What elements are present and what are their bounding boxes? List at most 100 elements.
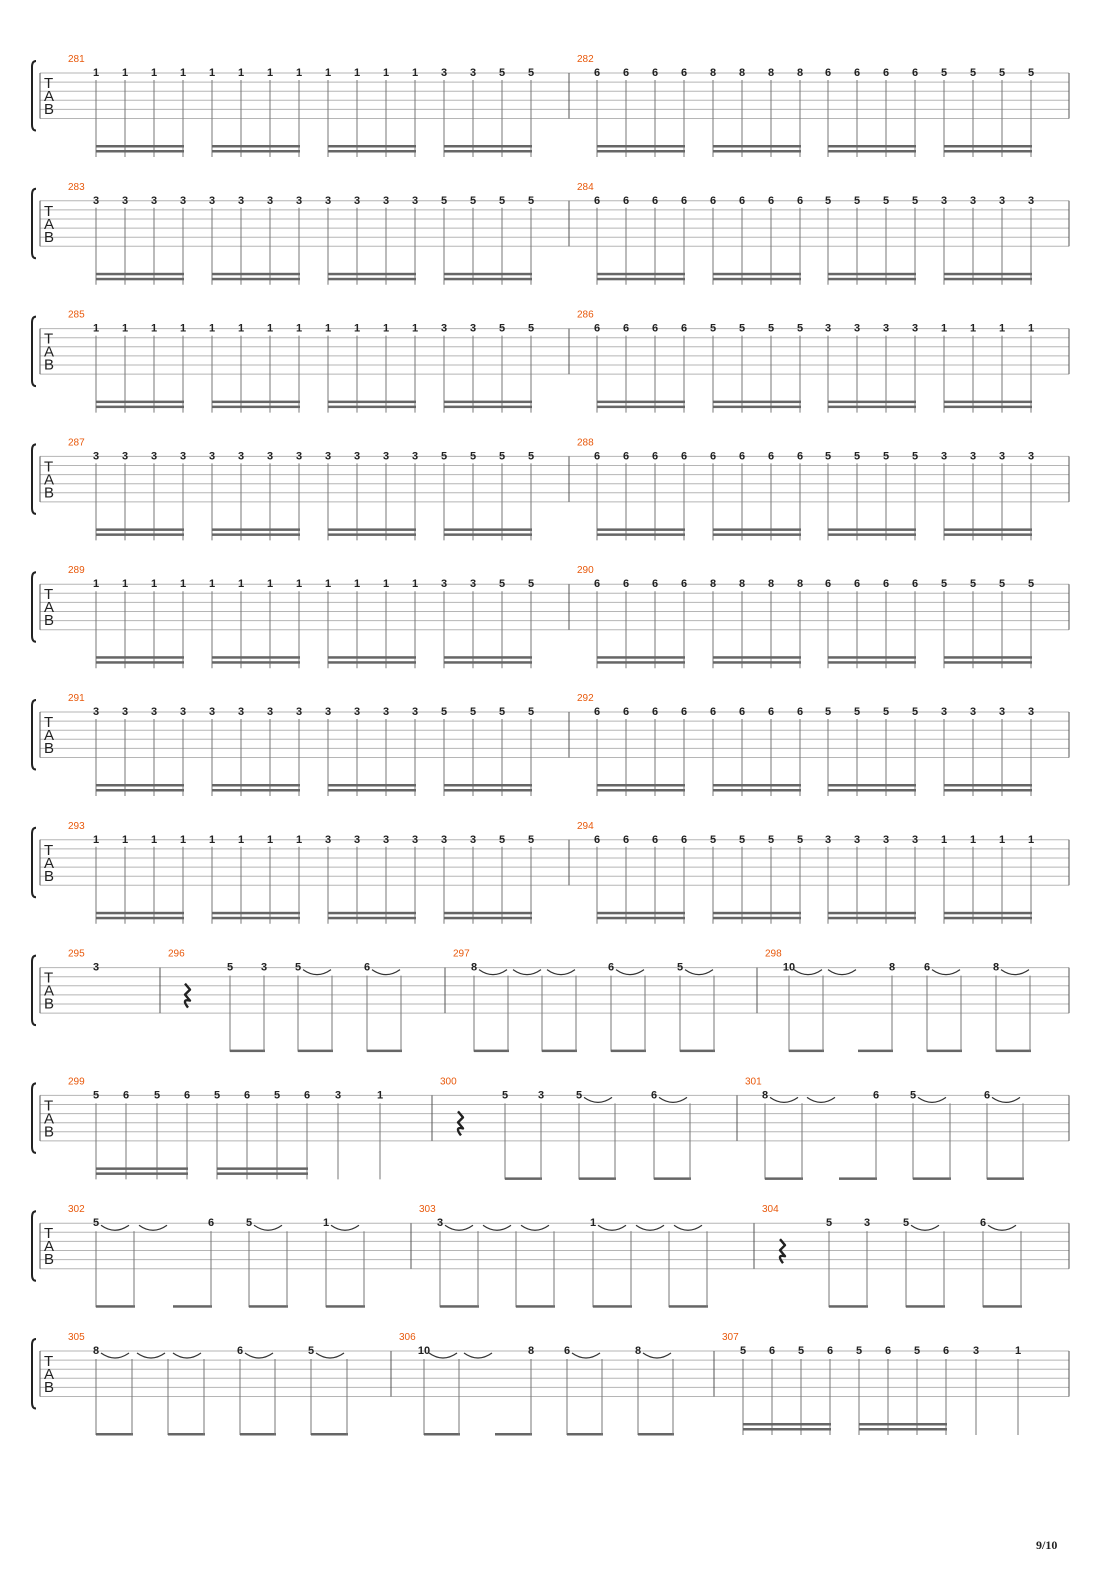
sixteenth-beam bbox=[212, 277, 300, 281]
sixteenth-beam bbox=[828, 784, 916, 787]
fret-number: 1 bbox=[325, 323, 331, 335]
sixteenth-beam bbox=[944, 789, 1032, 792]
fret-number: 3 bbox=[441, 578, 447, 590]
fret-number: 3 bbox=[267, 195, 273, 207]
eighth-beam bbox=[240, 1433, 276, 1436]
tie-arc-icon bbox=[463, 1352, 493, 1359]
system-bracket bbox=[31, 315, 37, 388]
fret-number: 3 bbox=[180, 706, 186, 718]
sixteenth-beam bbox=[944, 405, 1032, 409]
sixteenth-beam bbox=[328, 533, 416, 536]
sixteenth-beam bbox=[212, 400, 300, 404]
fret-number: 6 bbox=[681, 195, 687, 207]
tab-clef-letter: T bbox=[44, 75, 53, 92]
fret-number: 6 bbox=[184, 1089, 190, 1101]
eighth-beam bbox=[669, 1305, 708, 1308]
fret-number: 1 bbox=[267, 834, 273, 846]
fret-number: 6 bbox=[594, 67, 600, 79]
sixteenth-beam bbox=[828, 916, 916, 920]
sixteenth-beam bbox=[444, 400, 532, 404]
sixteenth-beam bbox=[597, 533, 685, 536]
fret-number: 1 bbox=[1015, 1345, 1021, 1357]
fret-number: 5 bbox=[912, 195, 918, 207]
fret-number: 1 bbox=[941, 834, 947, 846]
sixteenth-beam bbox=[212, 145, 300, 148]
sixteenth-beam bbox=[96, 400, 184, 404]
fret-number: 6 bbox=[681, 323, 687, 335]
measure-number: 288 bbox=[577, 437, 594, 448]
fret-number: 6 bbox=[827, 1345, 833, 1357]
fret-number: 1 bbox=[383, 323, 389, 335]
fret-number: 5 bbox=[528, 323, 534, 335]
sixteenth-beam bbox=[328, 145, 416, 148]
fret-number: 5 bbox=[768, 834, 774, 846]
fret-number: 5 bbox=[502, 1089, 508, 1101]
sixteenth-beam bbox=[444, 789, 532, 792]
measure-number: 294 bbox=[577, 821, 594, 832]
fret-number: 3 bbox=[354, 195, 360, 207]
sixteenth-beam bbox=[597, 661, 685, 664]
fret-number: 5 bbox=[499, 706, 505, 718]
sixteenth-beam bbox=[944, 784, 1032, 787]
tie-arc-icon bbox=[910, 1224, 940, 1231]
fret-number: 3 bbox=[122, 706, 128, 718]
fret-number: 1 bbox=[122, 578, 128, 590]
fret-number: 8 bbox=[762, 1089, 768, 1101]
fret-number: 5 bbox=[499, 195, 505, 207]
fret-number: 5 bbox=[470, 450, 476, 462]
fret-number: 6 bbox=[123, 1089, 129, 1101]
eighth-beam bbox=[906, 1305, 945, 1308]
sixteenth-beam bbox=[96, 277, 184, 281]
fret-number: 1 bbox=[122, 323, 128, 335]
measure-number: 281 bbox=[68, 54, 85, 65]
tie-arc-icon bbox=[136, 1352, 166, 1359]
sixteenth-beam bbox=[328, 916, 416, 920]
tab-clef-letter: A bbox=[44, 1110, 54, 1127]
fret-number: 1 bbox=[970, 834, 976, 846]
fret-number: 3 bbox=[209, 706, 215, 718]
fret-number: 1 bbox=[238, 323, 244, 335]
tab-clef-letter: A bbox=[44, 88, 54, 105]
fret-number: 5 bbox=[941, 67, 947, 79]
sixteenth-beam bbox=[96, 916, 184, 920]
system-bracket bbox=[31, 1210, 37, 1282]
fret-number: 3 bbox=[383, 706, 389, 718]
measure-number: 287 bbox=[68, 437, 85, 448]
sixteenth-beam bbox=[96, 784, 184, 787]
sixteenth-beam bbox=[444, 533, 532, 536]
fret-number: 6 bbox=[237, 1345, 243, 1357]
fret-number: 6 bbox=[244, 1089, 250, 1101]
eighth-beam bbox=[424, 1433, 460, 1436]
eighth-beam bbox=[927, 1049, 962, 1053]
page-number: 9/10 bbox=[1036, 1538, 1058, 1552]
fret-number: 1 bbox=[412, 67, 418, 79]
measure-number: 282 bbox=[577, 54, 594, 65]
fret-number: 3 bbox=[296, 195, 302, 207]
measure-number: 284 bbox=[577, 182, 594, 193]
measure-number: 304 bbox=[762, 1204, 779, 1215]
fret-number: 3 bbox=[970, 706, 976, 718]
tie-arc-icon bbox=[917, 1096, 947, 1103]
fret-number: 5 bbox=[528, 834, 534, 846]
fret-number: 1 bbox=[590, 1217, 596, 1229]
fret-number: 1 bbox=[180, 323, 186, 335]
system-bracket bbox=[31, 443, 37, 515]
fret-number: 5 bbox=[1028, 578, 1034, 590]
fret-number: 3 bbox=[209, 450, 215, 462]
fret-number: 6 bbox=[797, 195, 803, 207]
fret-number: 3 bbox=[180, 450, 186, 462]
fret-number: 3 bbox=[238, 195, 244, 207]
fret-number: 1 bbox=[267, 323, 273, 335]
fret-number: 3 bbox=[854, 323, 860, 335]
fret-number: 1 bbox=[383, 578, 389, 590]
fret-number: 3 bbox=[470, 67, 476, 79]
fret-number: 6 bbox=[651, 1089, 657, 1101]
fret-number: 1 bbox=[151, 323, 157, 335]
sixteenth-beam bbox=[713, 145, 801, 148]
